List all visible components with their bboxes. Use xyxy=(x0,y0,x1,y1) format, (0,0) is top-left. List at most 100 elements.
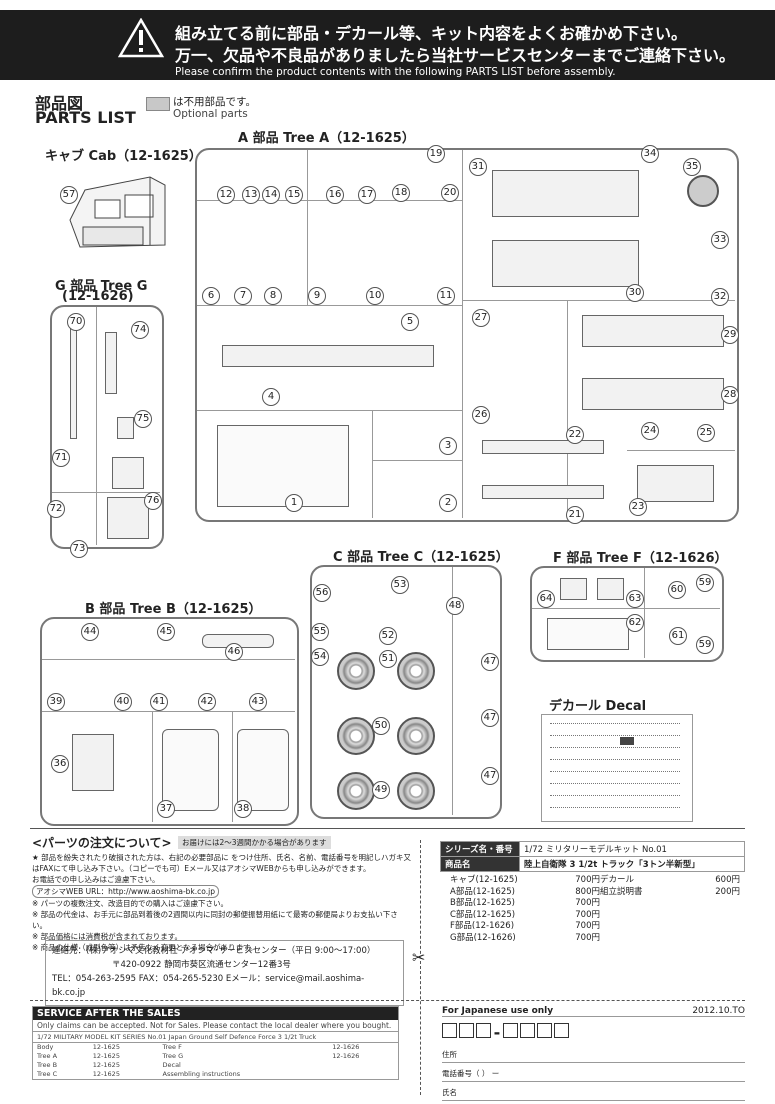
part-32: 32 xyxy=(711,288,729,306)
part-70: 70 xyxy=(67,313,85,331)
warning-line-1: 組み立てる前に部品・デカール等、キット内容をよくお確かめ下さい。 xyxy=(175,24,688,43)
order-body: ★ 部品を紛失されたり破損された方は、右記の必要部品に をつけ住所、氏名、名前、… xyxy=(32,852,412,953)
part-8: 8 xyxy=(264,287,282,305)
warning-line-2: 万一、欠品や不良品がありましたら当社サービスセンターまでご連絡下さい。 xyxy=(175,46,736,65)
product-value: 陸上自衛隊 3 1/2t トラック「3トン半新型」 xyxy=(519,856,745,872)
part-16: 16 xyxy=(326,186,344,204)
part-12: 12 xyxy=(217,186,235,204)
part-73: 73 xyxy=(70,540,88,558)
part-47-a: 47 xyxy=(481,653,499,671)
part-43: 43 xyxy=(249,693,267,711)
order-line: お電話での申し込みはご遠慮下さい。 xyxy=(32,875,160,884)
part-44: 44 xyxy=(81,623,99,641)
part-17: 17 xyxy=(358,186,376,204)
name-field[interactable]: 氏名 xyxy=(442,1082,745,1101)
part-21: 21 xyxy=(566,506,584,524)
part-74: 74 xyxy=(131,321,149,339)
part-52: 52 xyxy=(379,627,397,645)
part-2: 2 xyxy=(439,494,457,512)
contact-company: 連絡先：(株)アオシマ文化教材社 アオシマ･サービスセンター（平日 9:00～1… xyxy=(52,946,376,956)
page-title-en: PARTS LIST xyxy=(35,108,136,127)
part-76: 76 xyxy=(144,492,162,510)
part-40: 40 xyxy=(114,693,132,711)
part-18: 18 xyxy=(392,184,410,202)
service-title: SERVICE AFTER THE SALES xyxy=(33,1007,398,1020)
order-line: ※ 部品の代金は、お手元に部品到着後の2週間以内に同封の郵便振替用紙にて最寄の郵… xyxy=(32,910,398,930)
service-note: Only claims can be accepted. Not for Sal… xyxy=(33,1020,398,1032)
optional-swatch xyxy=(146,97,170,111)
part-6: 6 xyxy=(202,287,220,305)
part-57: 57 xyxy=(60,186,78,204)
price-list: キャブ(12-1625)700円 A部品(12-1625)800円 B部品(12… xyxy=(450,875,600,944)
price-item[interactable]: F部品(12-1626)700円 xyxy=(450,921,600,931)
contact-phone: TEL：054-263-2595 FAX：054-265-5230 Eメール：s… xyxy=(52,974,365,998)
part-54: 54 xyxy=(311,648,329,666)
part-26: 26 xyxy=(472,406,490,424)
tree-f-title: F 部品 Tree F（12-1626） xyxy=(553,551,728,566)
part-38: 38 xyxy=(234,800,252,818)
price-item[interactable]: C部品(12-1625)700円 xyxy=(450,909,600,920)
part-27: 27 xyxy=(472,309,490,327)
price-item[interactable]: G部品(12-1626)700円 xyxy=(450,932,600,943)
contact-box: 連絡先：(株)アオシマ文化教材社 アオシマ･サービスセンター（平日 9:00～1… xyxy=(45,940,404,1006)
part-9: 9 xyxy=(308,287,326,305)
tree-g-title: G 部品 Tree G xyxy=(55,279,148,294)
decal-sheet xyxy=(541,714,693,822)
order-note: お届けには2～3週間かかる場合があります xyxy=(178,836,331,849)
tree-c-title: C 部品 Tree C（12-1625） xyxy=(333,550,509,565)
order-line: ※ 部品価格には消費税が含まれております。 xyxy=(32,932,182,941)
part-59-a: 59 xyxy=(696,574,714,592)
tree-f-frame xyxy=(530,566,724,662)
tree-b-frame xyxy=(40,617,299,826)
price-item[interactable]: キャブ(12-1625)700円 xyxy=(450,875,600,885)
part-24: 24 xyxy=(641,422,659,440)
order-web-link[interactable]: アオシマWEB URL：http://www.aoshima-bk.co.jp xyxy=(32,885,219,898)
order-line: ※ パーツの複数注文、改造目的での購入はご遠慮下さい。 xyxy=(32,899,229,908)
address-field[interactable]: 住所 xyxy=(442,1044,745,1063)
part-3: 3 xyxy=(439,437,457,455)
form-title: For Japanese use only xyxy=(442,1006,554,1016)
part-39: 39 xyxy=(47,693,65,711)
part-71: 71 xyxy=(52,449,70,467)
part-45: 45 xyxy=(157,623,175,641)
part-19: 19 xyxy=(427,145,445,163)
part-63: 63 xyxy=(626,590,644,608)
part-5: 5 xyxy=(401,313,419,331)
part-31: 31 xyxy=(469,158,487,176)
phone-field[interactable]: 電話番号（ ） ー xyxy=(442,1063,745,1082)
part-59-b: 59 xyxy=(696,636,714,654)
part-23: 23 xyxy=(629,498,647,516)
part-15: 15 xyxy=(285,186,303,204)
tree-c-frame xyxy=(310,565,502,819)
page-title-jp: 部品図 xyxy=(35,94,84,113)
order-line: ※ 商品の仕様（成型色等）は予告なく変更となる場合があります。 xyxy=(32,943,258,952)
part-47-c: 47 xyxy=(481,767,499,785)
part-22: 22 xyxy=(566,426,584,444)
part-30: 30 xyxy=(626,284,644,302)
part-75: 75 xyxy=(134,410,152,428)
part-55: 55 xyxy=(311,623,329,641)
part-53: 53 xyxy=(391,576,409,594)
postal-code-boxes[interactable]: - xyxy=(442,1023,745,1042)
part-14: 14 xyxy=(262,186,280,204)
part-10: 10 xyxy=(366,287,384,305)
part-29: 29 xyxy=(721,326,739,344)
cab-title: キャブ Cab（12-1625） xyxy=(45,149,202,164)
cab-drawing xyxy=(55,165,175,265)
price-item[interactable]: A部品(12-1625)800円 xyxy=(450,886,600,897)
order-line: ★ 部品を紛失されたり破損された方は、右記の必要部品に をつけ住所、氏名、名前、… xyxy=(32,853,411,873)
part-42: 42 xyxy=(198,693,216,711)
price-item[interactable]: B部品(12-1625)700円 xyxy=(450,898,600,908)
order-title: <パーツの注文について> xyxy=(32,836,172,850)
part-1: 1 xyxy=(285,494,303,512)
part-49: 49 xyxy=(372,781,390,799)
part-61: 61 xyxy=(669,627,687,645)
optional-label-en: Optional parts xyxy=(173,108,248,120)
